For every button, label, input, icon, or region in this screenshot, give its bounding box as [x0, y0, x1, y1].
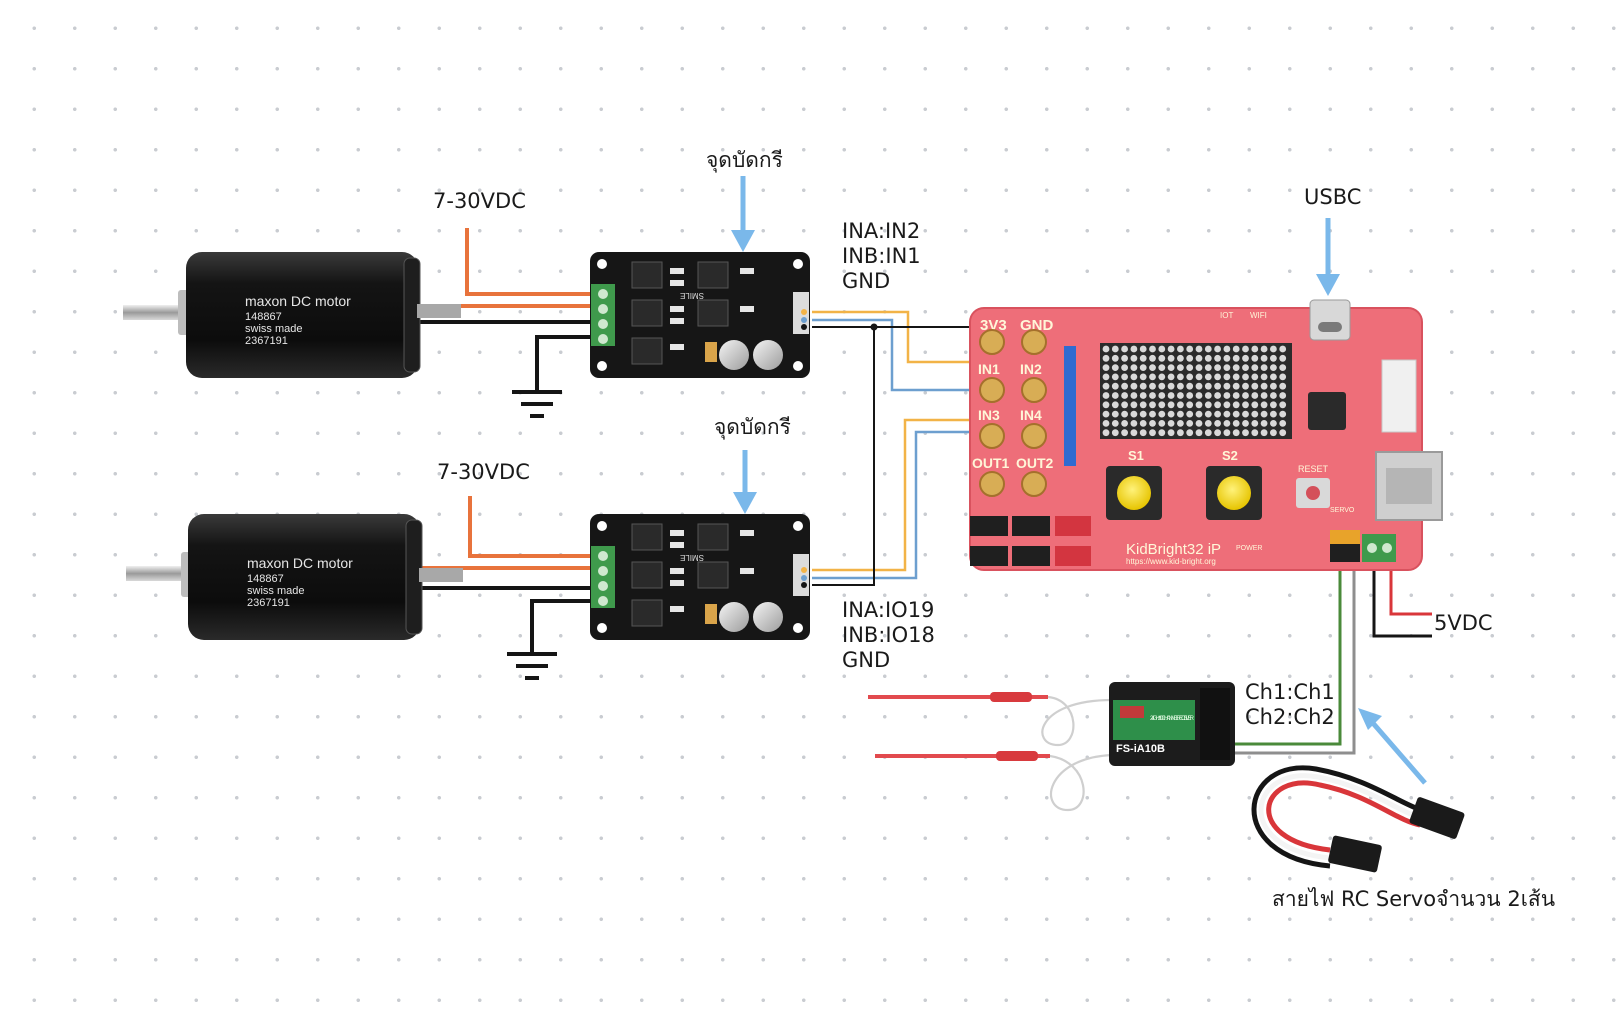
kidbright-board: 3V3 GND IOT WIFI IN1 IN2 IN3 IN4 OUT1 OU…: [969, 299, 1443, 571]
motor-top-origin: swiss made: [245, 323, 302, 335]
wire-ground-bottom: [530, 599, 592, 652]
board-pin-out1: OUT1: [972, 455, 1010, 471]
board-pin-in4: IN4: [1020, 407, 1042, 423]
label-d1-inb: INB:IN1: [842, 244, 921, 268]
receiver-model: FS-iA10B: [1116, 743, 1165, 755]
arrow-usbc: [1316, 218, 1340, 296]
motor-top-brand: maxon DC motor: [245, 293, 351, 309]
led-matrix: [1102, 345, 1287, 437]
motor-driver-bottom: SMILE: [590, 514, 810, 640]
antenna-2: [875, 753, 1113, 812]
wire-5v-black: [1372, 560, 1432, 638]
servo-label: SERVO: [1330, 507, 1355, 514]
label-d2-inb: INB:IO18: [842, 623, 935, 647]
power-label: POWER: [1236, 545, 1262, 552]
board-label-iot: IOT: [1220, 311, 1233, 320]
label-supply-top: 7-30VDC: [433, 189, 526, 213]
label-d1-ina: INA:IN2: [842, 219, 920, 243]
reset-label: RESET: [1298, 464, 1329, 474]
label-d2-ina: INA:IO19: [842, 598, 934, 622]
motor-bottom-serial: 2367191: [247, 597, 290, 609]
button-reset: [1296, 478, 1330, 508]
button-s1-label: S1: [1128, 448, 1144, 463]
board-pin-in1: IN1: [978, 361, 1000, 377]
antenna-1: [868, 695, 1113, 747]
label-d1-gnd: GND: [842, 269, 890, 293]
button-s2: [1206, 466, 1262, 520]
board-label-gnd: GND: [1020, 317, 1054, 334]
motor-driver-top: SMILE: [590, 252, 810, 378]
board-name: KidBright32 iP: [1126, 541, 1221, 558]
board-pads: [979, 329, 1047, 497]
label-servo-cable: สายไฟ RC Servoจำนวน 2เส้น: [1272, 887, 1555, 911]
driver-bottom-silk: SMILE: [680, 553, 704, 562]
rc-receiver: 2.4GHz 10 CHANNEL RECEIVER FS-iA10B: [1109, 682, 1235, 766]
driver-top-silk: SMILE: [680, 291, 704, 300]
label-5vdc: 5VDC: [1434, 611, 1493, 635]
arrow-solder-top: [731, 176, 755, 252]
motor-bottom-brand: maxon DC motor: [247, 555, 353, 571]
motor-top: maxon DC motor 148867 swiss made 2367191: [123, 252, 461, 378]
board-pin-in2: IN2: [1020, 361, 1042, 377]
ground-symbol-top: [512, 390, 562, 418]
label-supply-bottom: 7-30VDC: [437, 460, 530, 484]
ground-symbol-bottom: [507, 652, 557, 680]
wire-d2-gnd: [812, 327, 875, 586]
wire-ground-top: [535, 335, 592, 390]
board-label-3v3: 3V3: [980, 317, 1007, 334]
receiver-description: 2.4GHz 10 CHANNEL RECEIVER: [1150, 716, 1195, 722]
motor-bottom-part: 148867: [247, 573, 284, 585]
board-pin-in3: IN3: [978, 407, 1000, 423]
motor-top-serial: 2367191: [245, 335, 288, 347]
wire-rc-green: [1233, 565, 1342, 746]
label-d2-gnd: GND: [842, 648, 890, 672]
button-s2-label: S2: [1222, 448, 1238, 463]
board-label-wifi: WIFI: [1250, 311, 1267, 320]
arrow-servo-cable: [1358, 708, 1427, 785]
wire-d1-inb: [812, 318, 985, 392]
label-usbc: USBC: [1304, 185, 1361, 209]
board-url: https://www.kid-bright.org: [1126, 557, 1216, 566]
label-ch2: Ch2:Ch2: [1245, 705, 1335, 729]
wire-5v-red: [1389, 560, 1432, 616]
servo-cable: [1251, 765, 1465, 873]
label-solder-top: จุดบัดกรี: [706, 148, 783, 173]
motor-bottom: maxon DC motor 148867 swiss made 2367191: [126, 514, 463, 640]
button-s1: [1106, 466, 1162, 520]
motor-top-part: 148867: [245, 311, 282, 323]
arrow-solder-bottom: [733, 450, 757, 514]
wire-supply-top-1: [465, 228, 592, 296]
label-ch1: Ch1:Ch1: [1245, 680, 1335, 704]
label-solder-bottom: จุดบัดกรี: [714, 415, 791, 440]
board-pin-out2: OUT2: [1016, 455, 1054, 471]
wire-supply-bottom-1: [468, 496, 592, 558]
motor-bottom-origin: swiss made: [247, 585, 304, 597]
wire-rc-gray: [1233, 565, 1356, 755]
